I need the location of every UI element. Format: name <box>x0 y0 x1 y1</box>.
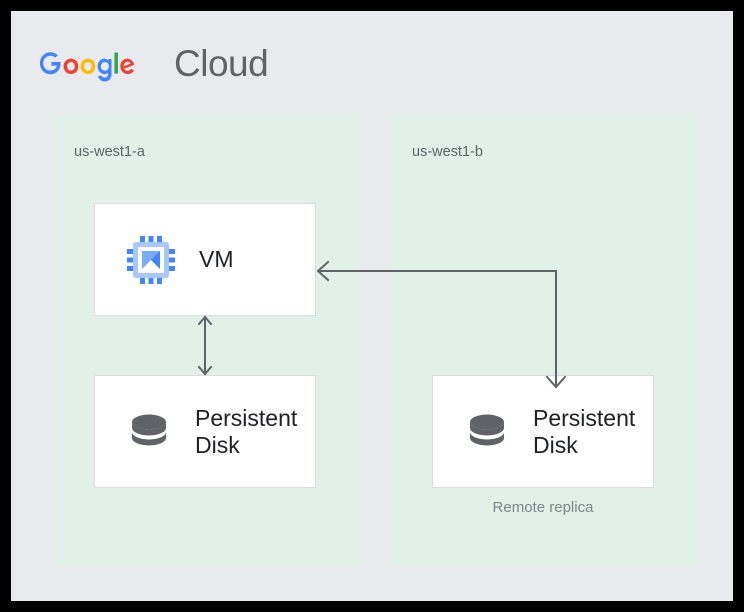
persistent-disk-primary-label: Persistent Disk <box>195 404 298 458</box>
cpu-chip-icon <box>127 235 175 284</box>
disk-icon <box>132 414 166 449</box>
connector-replica-to-vm <box>316 260 567 389</box>
diagram-canvas: Cloud us-west1-a us-west1-b <box>11 11 733 601</box>
zone-us-west1-b: us-west1-b <box>390 114 697 565</box>
cloud-wordmark-text: Cloud <box>174 42 269 84</box>
google-wordmark-icon <box>40 52 135 82</box>
zone-label-us-west1-a: us-west1-a <box>74 144 145 160</box>
connector-vm-to-disk <box>197 315 213 376</box>
vm-card[interactable]: VM <box>94 203 316 316</box>
disk-icon <box>470 414 504 449</box>
persistent-disk-primary-card[interactable]: Persistent Disk <box>94 375 316 488</box>
persistent-disk-replica-card[interactable]: Persistent Disk <box>432 375 654 488</box>
persistent-disk-replica-label: Persistent Disk <box>533 404 636 458</box>
remote-replica-caption: Remote replica <box>492 499 594 516</box>
vm-card-label: VM <box>199 246 234 273</box>
zone-label-us-west1-b: us-west1-b <box>412 144 483 160</box>
google-cloud-logo: Cloud <box>40 40 269 86</box>
